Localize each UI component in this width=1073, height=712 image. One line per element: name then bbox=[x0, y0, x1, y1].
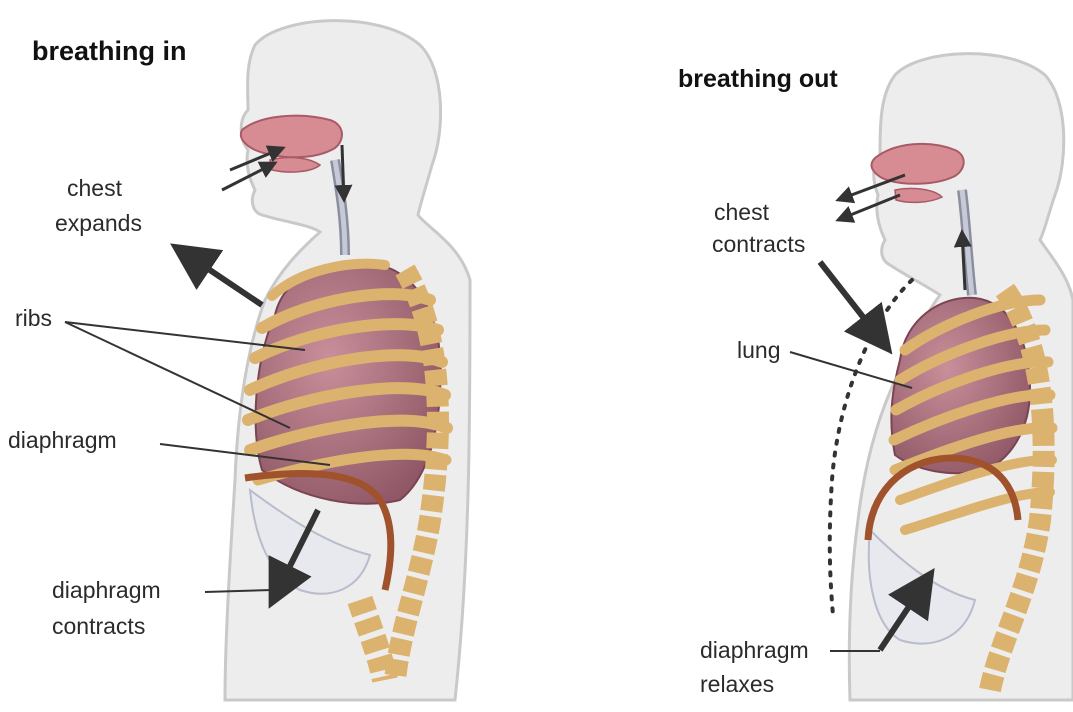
label-chest-expands-line2: expands bbox=[55, 207, 142, 239]
label-lung: lung bbox=[737, 334, 780, 366]
label-diaphragm: diaphragm bbox=[8, 424, 117, 456]
label-diaphragm-relaxes-line2: relaxes bbox=[700, 668, 774, 700]
title-breathing-in: breathing in bbox=[32, 36, 187, 67]
label-chest-expands-line1: chest bbox=[67, 172, 122, 204]
label-diaphragm-relaxes-line1: diaphragm bbox=[700, 634, 809, 666]
chest-contracts-arrow bbox=[820, 262, 885, 345]
chest-expands-arrow bbox=[180, 250, 262, 305]
label-ribs: ribs bbox=[15, 302, 52, 334]
label-chest-contracts-line1: chest bbox=[714, 196, 769, 228]
label-chest-contracts-line2: contracts bbox=[712, 228, 805, 260]
title-breathing-out: breathing out bbox=[678, 65, 838, 94]
label-diaphragm-contracts-line1: diaphragm bbox=[52, 574, 161, 606]
label-diaphragm-contracts-line2: contracts bbox=[52, 610, 145, 642]
